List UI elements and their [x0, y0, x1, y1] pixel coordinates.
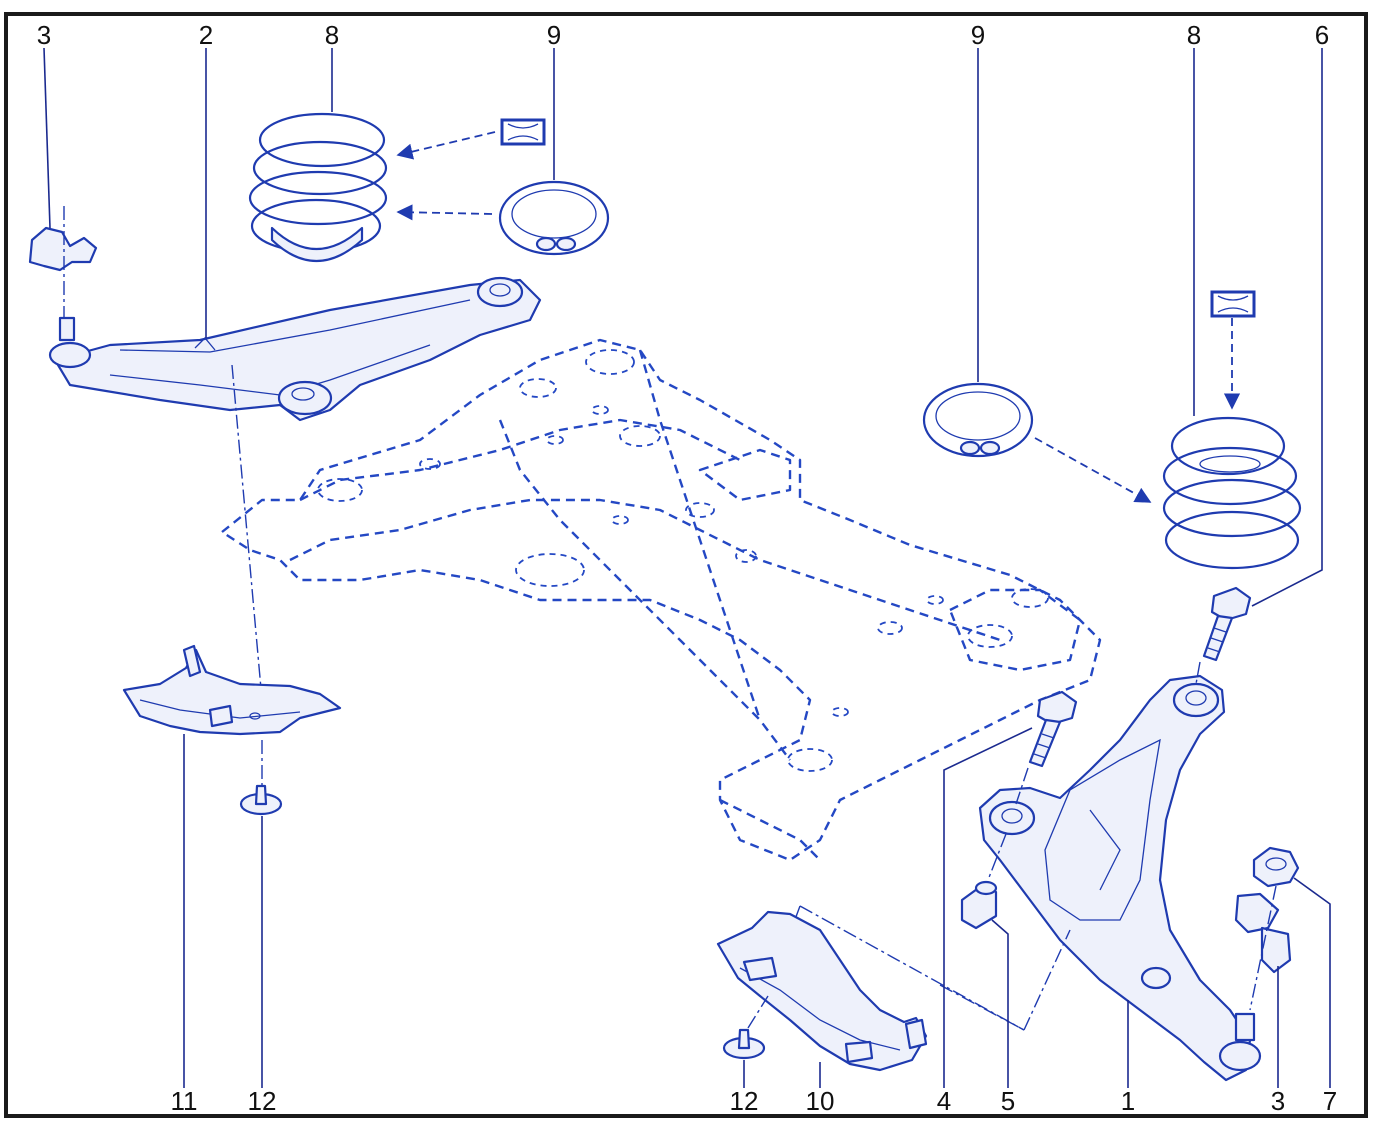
callout-4: 4: [937, 1086, 951, 1116]
callout-7: 7: [1323, 1086, 1337, 1116]
coil-spring-left: [248, 112, 388, 262]
callout-10: 10: [806, 1086, 835, 1116]
ball-joint-clip-left: [28, 206, 98, 318]
ball-joint-clip-right: [1234, 892, 1292, 974]
push-clip-left: [239, 784, 283, 816]
callout-12-left: 12: [248, 1086, 277, 1116]
bushing-small: [960, 880, 998, 930]
bolt-front-bushing: [1028, 690, 1078, 768]
splash-shield-right: [716, 910, 928, 1072]
alignment-line-left: [231, 364, 263, 701]
alignment-line-bolt6: [1195, 661, 1201, 685]
callout-5: 5: [1001, 1086, 1015, 1116]
callout-8-left: 8: [325, 20, 339, 50]
callout-8-right: 8: [1187, 20, 1201, 50]
arrow-insulator-to-spring-left: [396, 204, 493, 221]
lubricate-symbol-left: [500, 118, 546, 146]
alignment-line-nut: [1249, 885, 1277, 1011]
alignment-line-bolt4: [1015, 767, 1029, 805]
leader-lines: [43, 47, 1331, 1088]
splash-shield-left: [122, 644, 342, 736]
diagram-frame: [4, 12, 1368, 1118]
subframe-outline: [220, 338, 1102, 862]
callout-11: 11: [171, 1086, 198, 1116]
spring-insulator-left: [498, 180, 610, 256]
callout-3-top-left: 3: [37, 20, 51, 50]
alignment-line-bushing: [987, 833, 1007, 881]
arrow-symbol-to-spring-left: [396, 131, 496, 160]
callout-9-left: 9: [547, 20, 561, 50]
callout-12-right: 12: [730, 1086, 759, 1116]
spring-insulator-right: [922, 382, 1034, 458]
alignment-line-shield-right-3: [1023, 929, 1071, 1031]
coil-spring-right: [1162, 416, 1302, 570]
alignment-line-shield-right-2: [939, 984, 1025, 1031]
callout-2: 2: [199, 20, 213, 50]
push-clip-right: [722, 995, 769, 1060]
lubricate-symbol-right: [1210, 290, 1256, 318]
ball-joint-nut: [1252, 846, 1300, 888]
arrow-insulator-to-spring-right: [1034, 437, 1152, 503]
callout-3-bottom-right: 3: [1271, 1086, 1285, 1116]
bolt-rear-bushing: [1202, 586, 1252, 662]
callout-1: 1: [1121, 1086, 1135, 1116]
callout-9-right: 9: [971, 20, 985, 50]
upper-control-arm-left: [48, 276, 542, 422]
lower-control-arm: [978, 674, 1262, 1082]
callout-6: 6: [1315, 20, 1329, 50]
